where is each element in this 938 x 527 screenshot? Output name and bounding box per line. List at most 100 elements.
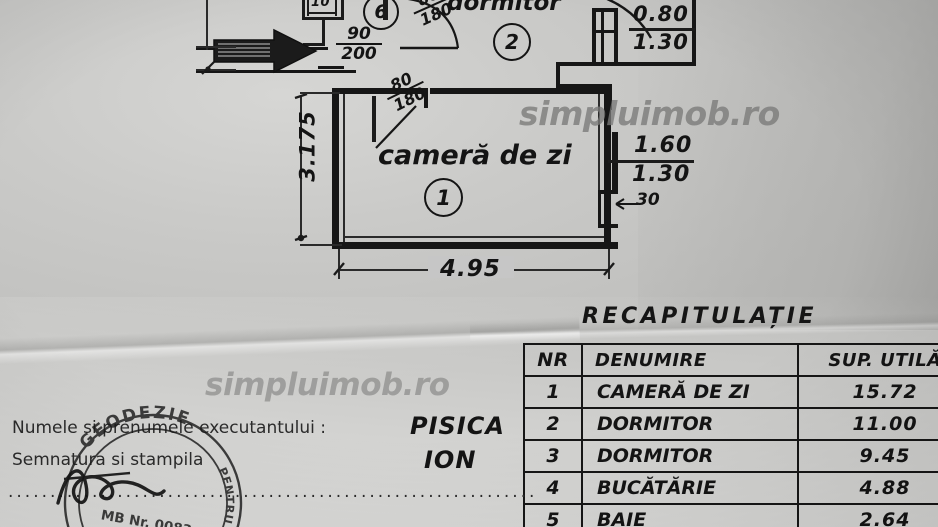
cell-denumire: DORMITOR bbox=[581, 439, 799, 473]
cell-nr: 1 bbox=[523, 375, 583, 409]
fixture-inner-bottom bbox=[307, 12, 337, 14]
left-edge-line-vertical bbox=[206, 0, 208, 50]
right-room-wall-outer bbox=[614, 8, 618, 66]
cell-sup: 4.88 bbox=[797, 471, 938, 505]
fixture-wall-right bbox=[341, 0, 344, 20]
livingroom-doorjamb-left bbox=[424, 88, 428, 108]
mid-wall-seg1 bbox=[556, 62, 596, 66]
livingroom-wall-top-right bbox=[430, 88, 612, 94]
fixture-inner-left bbox=[307, 0, 309, 16]
dim-horizontal-ext-right bbox=[608, 249, 610, 279]
executant-label: Numele si prenumele executantului : bbox=[12, 418, 327, 438]
livingroom-window-height-130: 1.30 bbox=[632, 162, 691, 187]
dim-horizontal-ext-left bbox=[338, 249, 340, 279]
dim-horizontal-ticks bbox=[333, 262, 615, 276]
table-row: 4 BUCĂTĂRIE 4.88 bbox=[523, 471, 938, 505]
table-row: 2 DORMITOR 11.00 bbox=[523, 407, 938, 441]
window-width-080: 0.80 bbox=[633, 2, 689, 26]
livingroom-wall-top-left bbox=[332, 88, 428, 94]
cell-denumire: BUCĂTĂRIE bbox=[581, 471, 799, 505]
dim-cross-tick-icon bbox=[201, 61, 215, 75]
cell-denumire: BAIE bbox=[581, 503, 799, 527]
dim-horizontal-label-mask bbox=[428, 256, 514, 278]
paper-shadow-right bbox=[638, 0, 938, 330]
cell-sup: 15.72 bbox=[797, 375, 938, 409]
livingroom-window-jamb-top bbox=[598, 190, 618, 194]
col-header-sup-utila: SUP. UTILĂ bbox=[797, 343, 938, 377]
cell-nr: 4 bbox=[523, 471, 583, 505]
executant-name-line1: PISICA bbox=[410, 412, 505, 440]
livingroom-window-frame-left bbox=[598, 190, 601, 228]
door-dim-90-200: 90 200 bbox=[336, 26, 382, 63]
recap-table: NR DENUMIRE SUP. UTILĂ 1 CAMERĂ DE ZI 15… bbox=[523, 343, 938, 527]
watermark-plan: simpluimob.ro bbox=[519, 94, 780, 133]
cell-nr: 5 bbox=[523, 503, 583, 527]
cell-nr: 2 bbox=[523, 407, 583, 441]
livingroom-wall-left-inner bbox=[343, 92, 345, 244]
fixture-inner-right bbox=[335, 0, 337, 16]
room-number-2: 2 bbox=[493, 23, 531, 61]
door-swing-arc-top bbox=[400, 0, 460, 50]
livingroom-window-outer-edge bbox=[612, 132, 618, 194]
right-window-bottom-jamb bbox=[592, 62, 618, 66]
fixture-stub-wall bbox=[322, 18, 325, 46]
fixture-tag-10: 10 bbox=[311, 0, 331, 10]
recap-title: RECAPITULAȚIE bbox=[582, 304, 817, 329]
livingroom-wall-right-outer bbox=[604, 88, 611, 249]
door-leaf-90-200 bbox=[383, 0, 388, 20]
window-height-130: 1.30 bbox=[633, 30, 689, 54]
watermark-lower: simpluimob.ro bbox=[205, 367, 450, 403]
window-dim-divider-top bbox=[629, 28, 695, 31]
room-label-camera-de-zi: cameră de zi bbox=[378, 140, 572, 171]
table-row: 3 DORMITOR 9.45 bbox=[523, 439, 938, 473]
upper-right-wall-v bbox=[692, 0, 696, 66]
dim-vertical-ext-bottom bbox=[300, 244, 342, 246]
left-edge-tick-a bbox=[196, 46, 236, 48]
livingroom-wall-bottom bbox=[332, 242, 618, 249]
livingroom-wall-bottom-inner bbox=[344, 236, 606, 238]
entrance-arrow-icon bbox=[213, 28, 318, 74]
cell-denumire: DORMITOR bbox=[581, 407, 799, 441]
right-room-wall-inner bbox=[592, 8, 596, 66]
door-swing-arc-living bbox=[375, 105, 417, 149]
sill-arrow-icon bbox=[615, 198, 638, 210]
right-window-top-jamb bbox=[592, 8, 618, 12]
mid-wall-seg2 bbox=[556, 62, 560, 88]
livingroom-window-dim-divider bbox=[626, 160, 694, 163]
cell-nr: 3 bbox=[523, 439, 583, 473]
room-number-1: 1 bbox=[424, 178, 463, 217]
cell-sup: 11.00 bbox=[797, 407, 938, 441]
upper-right-wall-h bbox=[614, 62, 696, 66]
fixture-stub-foot bbox=[303, 43, 325, 46]
table-header-row: NR DENUMIRE SUP. UTILĂ bbox=[523, 343, 938, 377]
dim-horizontal-value: 4.95 bbox=[440, 256, 501, 282]
dim-vertical-value: 3.175 bbox=[295, 110, 320, 182]
door-height-200: 200 bbox=[336, 43, 382, 63]
room-label-dormitor: dormitor bbox=[447, 0, 561, 16]
door-leaf-80-180-living bbox=[372, 96, 376, 142]
corridor-stub-wall bbox=[318, 66, 344, 69]
col-header-nr: NR bbox=[523, 343, 583, 377]
livingroom-wall-right-inner bbox=[598, 94, 600, 194]
right-window-mid-jamb bbox=[592, 30, 618, 33]
cell-sup: 9.45 bbox=[797, 439, 938, 473]
cell-sup: 2.64 bbox=[797, 503, 938, 527]
fixture-wall-left bbox=[302, 0, 305, 20]
signature-label: Semnatura si stampila bbox=[12, 450, 204, 470]
executant-name-line2: ION bbox=[424, 446, 477, 474]
window-dim-leader-tick bbox=[608, 160, 628, 163]
livingroom-window-jamb-bottom bbox=[598, 224, 618, 228]
livingroom-wall-left-outer bbox=[332, 88, 339, 248]
table-row: 5 BAIE 2.64 bbox=[523, 503, 938, 527]
livingroom-sill-note-30: 30 bbox=[636, 190, 660, 210]
cell-denumire: CAMERĂ DE ZI bbox=[581, 375, 799, 409]
livingroom-window-width-160: 1.60 bbox=[634, 133, 693, 158]
door-width-90: 90 bbox=[347, 24, 371, 44]
mid-wall-seg3 bbox=[556, 84, 612, 88]
dim-vertical-ext-top bbox=[300, 92, 340, 94]
left-edge-tick-b bbox=[196, 69, 236, 71]
right-window-mullion bbox=[601, 8, 604, 66]
dim-vertical-ticks bbox=[294, 92, 308, 242]
table-row: 1 CAMERĂ DE ZI 15.72 bbox=[523, 375, 938, 409]
